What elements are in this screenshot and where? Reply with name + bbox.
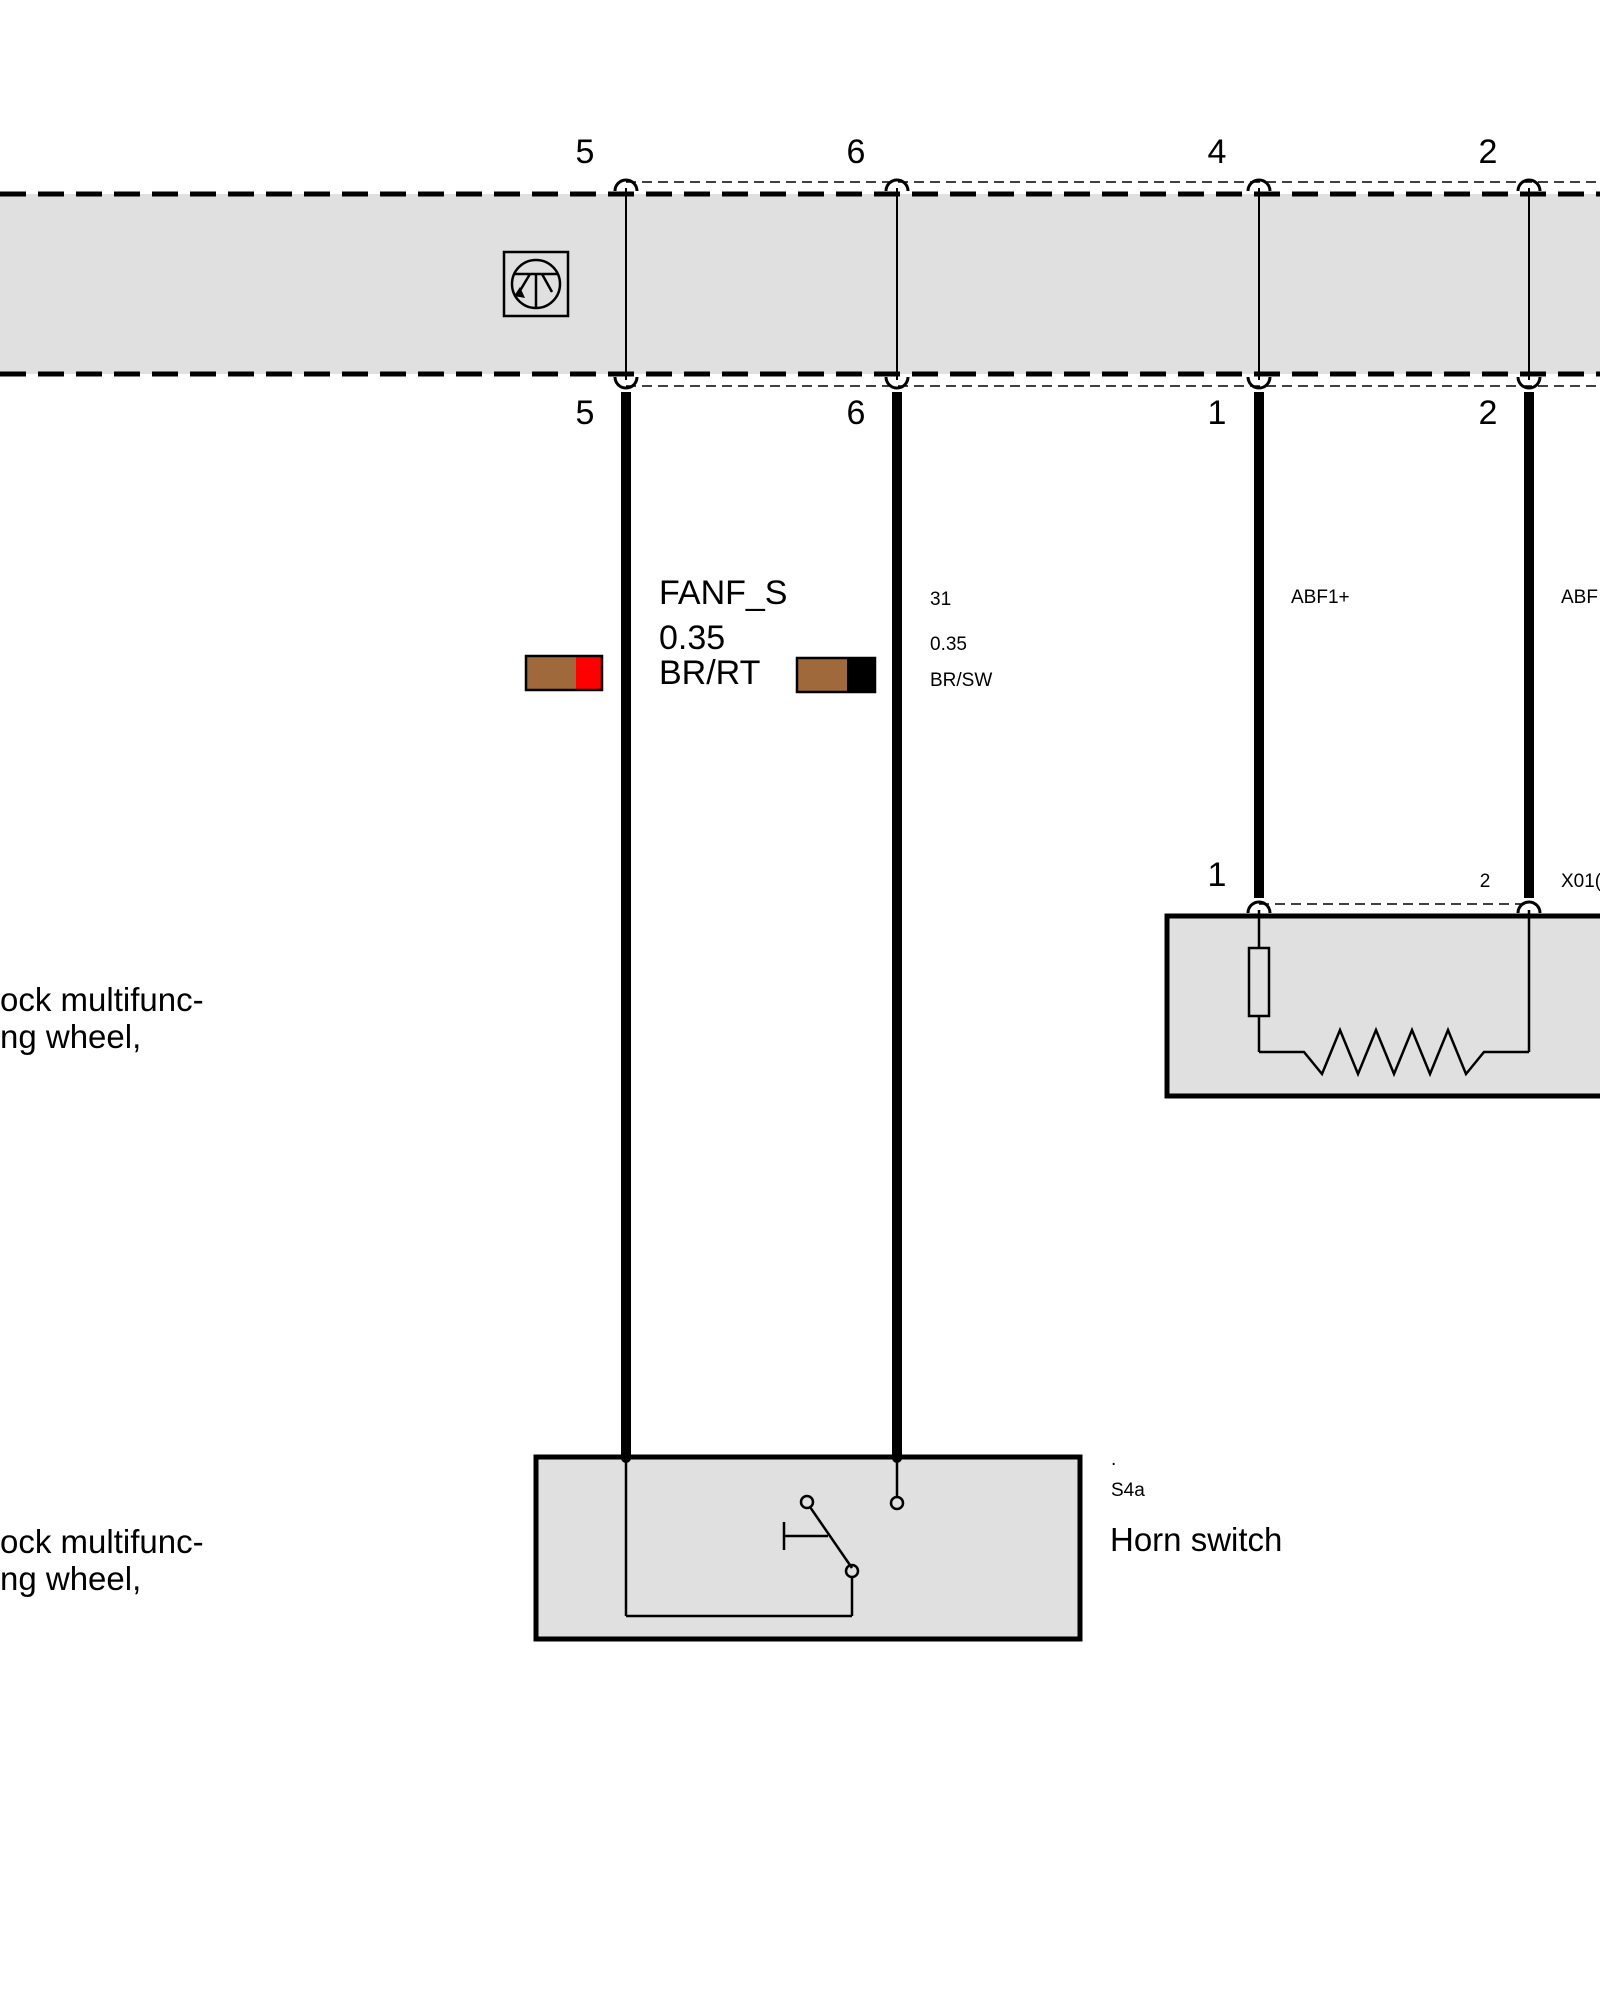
wire-gauge-label: 0.35 [930, 634, 967, 655]
horn-switch-dot: . [1111, 1449, 1116, 1470]
upper-pin-label: 5 [576, 133, 595, 171]
module-body [0, 194, 1600, 374]
wire-color-swatch [524, 654, 604, 692]
internal-conductors [625, 188, 1530, 380]
horn-switch-code: S4a [1111, 1480, 1145, 1501]
wire-color-label: BR/RT [659, 654, 760, 692]
left-component-label: ng wheel, [0, 1560, 141, 1597]
airbag-pin-label: 1 [1208, 856, 1227, 894]
wire-signal-label: 31 [930, 589, 951, 610]
pin-terminals [613, 178, 1542, 390]
wire-signal-label: ABF [1561, 587, 1598, 608]
switch-icon [624, 1458, 905, 1618]
resistor-icon [1247, 910, 1531, 1078]
left-component-label: ock multifunc- [0, 981, 204, 1018]
left-component-label: ng wheel, [0, 1018, 141, 1055]
junction-dot [621, 1453, 631, 1463]
upper-pin-label: 2 [1479, 133, 1498, 171]
upper-pin-label: 4 [1208, 133, 1227, 171]
airbag-unit-body [1164, 913, 1600, 1099]
junction-dot [892, 1453, 902, 1463]
wire-signal-label: FANF_S [659, 574, 787, 612]
left-component-label: ock multifunc- [0, 1523, 204, 1560]
control-module-band [0, 181, 1600, 387]
wire-gauge-label: 0.35 [659, 619, 725, 657]
transistor-icon [502, 250, 570, 318]
lower-pin-label: 1 [1208, 394, 1227, 432]
lower-pin-label: 6 [847, 394, 866, 432]
wire-color-label: BR/SW [930, 670, 992, 691]
lower-pin-label: 2 [1479, 394, 1498, 432]
horn-switch-body [533, 1454, 1083, 1642]
harness-wires [621, 392, 1534, 1458]
wire-color-swatch [795, 656, 877, 694]
airbag-pin-label: 2 [1480, 871, 1491, 892]
wire-signal-label: ABF1+ [1291, 587, 1350, 608]
airbag-connector-label: X01( [1561, 871, 1600, 892]
horn-switch-unit [533, 1453, 1083, 1642]
airbag-unit [1164, 900, 1600, 1099]
horn-switch-name: Horn switch [1110, 1521, 1282, 1558]
airbag-pin-terminals [1246, 900, 1542, 914]
lower-pin-label: 5 [576, 394, 595, 432]
upper-pin-label: 6 [847, 133, 866, 171]
